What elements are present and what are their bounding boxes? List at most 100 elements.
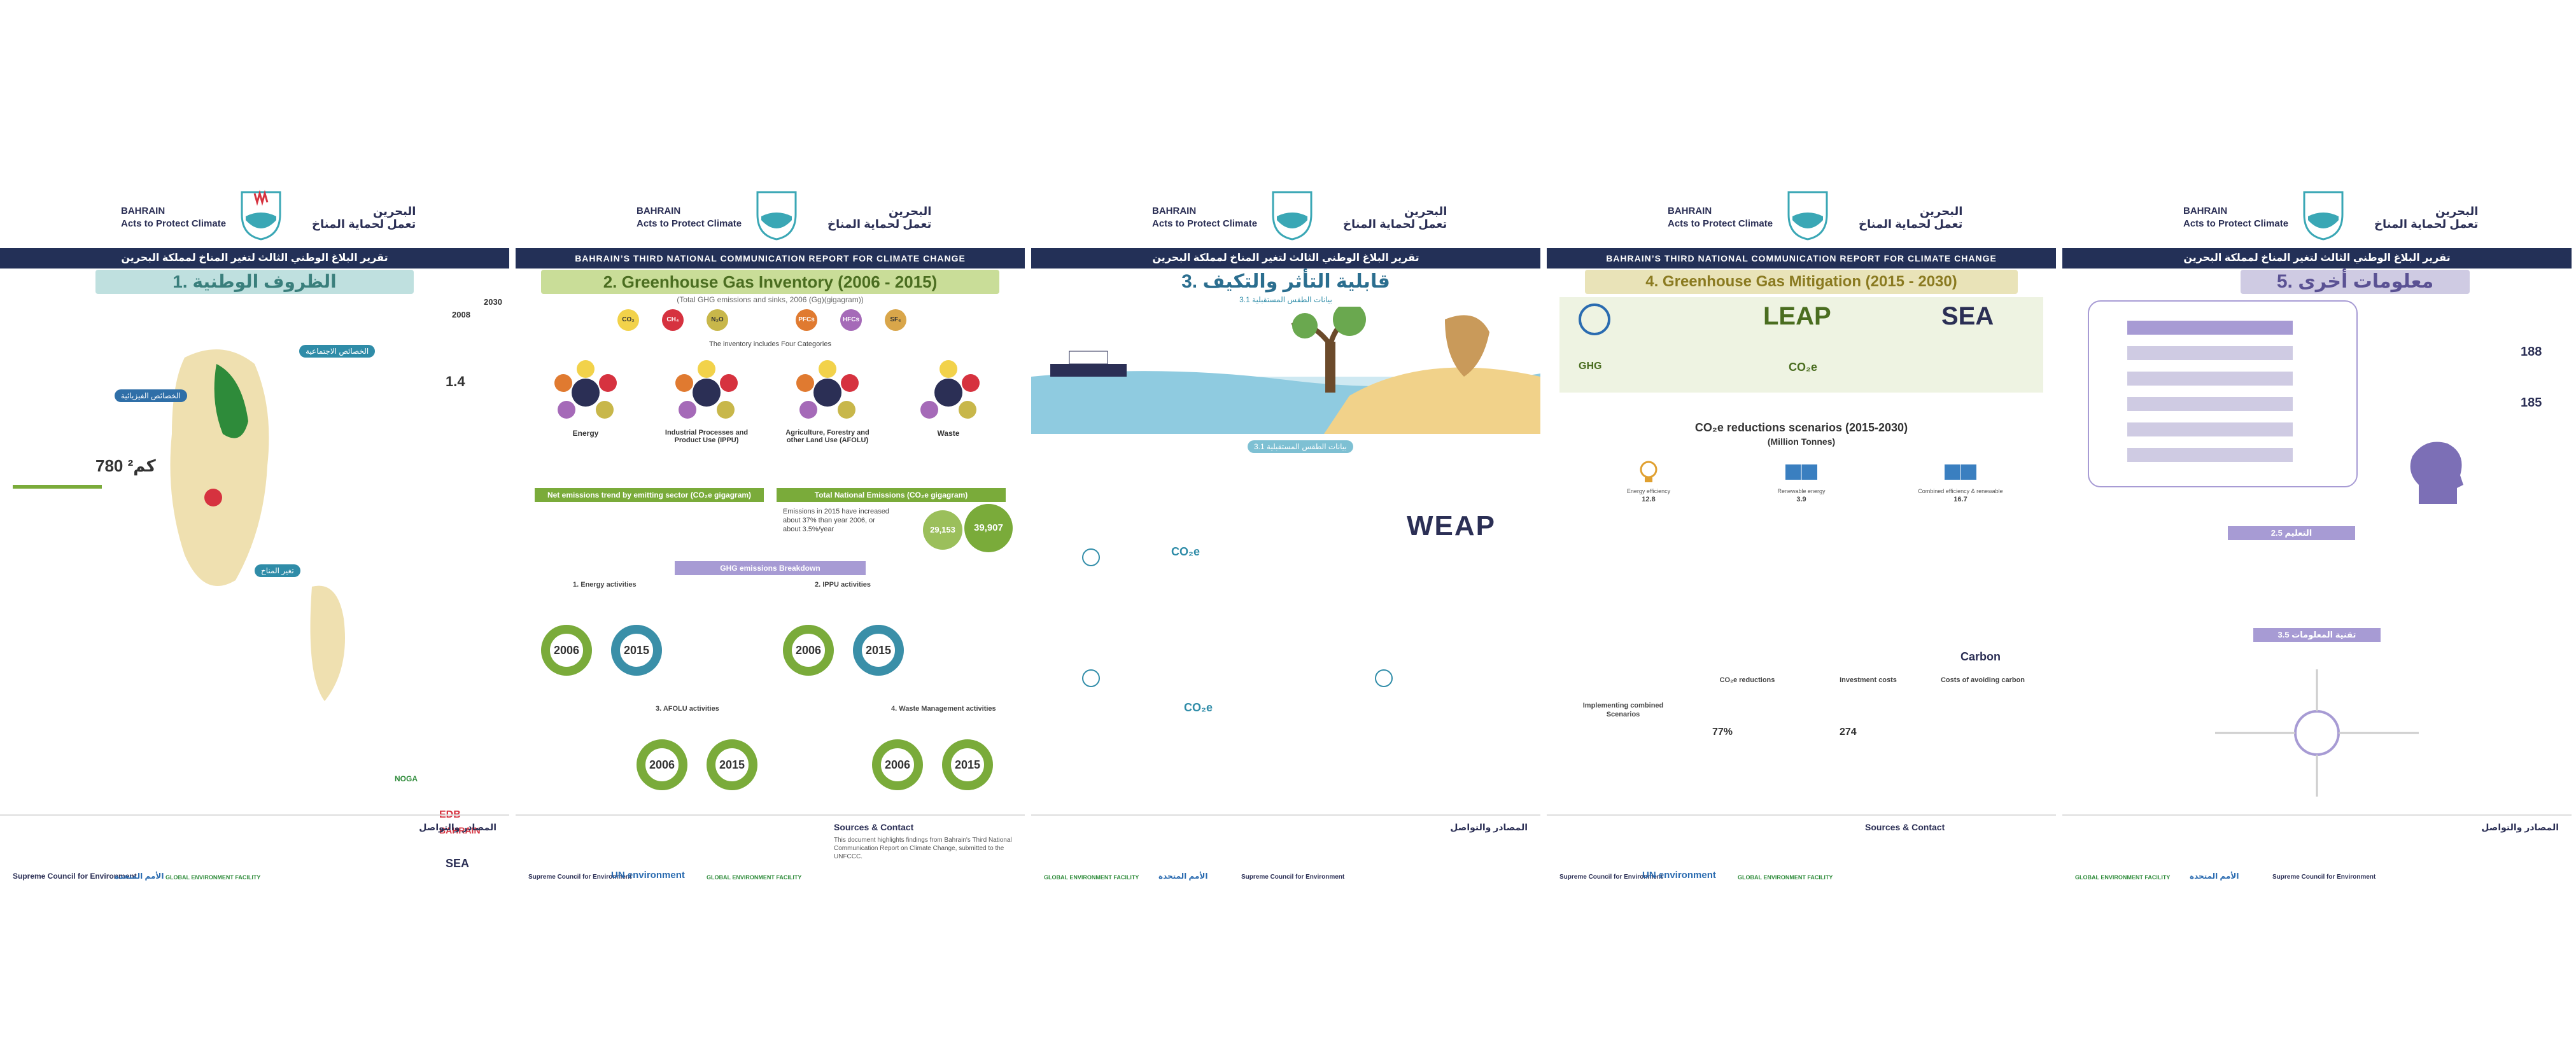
sponsor-sce: Supreme Council for Environment — [1241, 874, 1345, 881]
weap-logo: WEAP — [1407, 510, 1496, 541]
ring-energy-2015: 2015 — [611, 625, 662, 676]
category-label-energy: Energy — [572, 429, 599, 438]
media-box — [2127, 372, 2293, 386]
gas-row: CO₂ CH₄ N₂O PFCs HFCs SF₆ — [617, 309, 923, 332]
footer-text: This document highlights findings from B… — [834, 837, 1012, 860]
stat-185: 185 — [2521, 396, 2542, 410]
solar-panel-icon — [1785, 464, 1817, 480]
bahrain-map-icon — [170, 349, 269, 586]
ippu-flower-icon — [675, 360, 738, 419]
stat-188: 188 — [2521, 345, 2542, 359]
scenario-energy-efficiency: Energy efficiency 12.8 — [1598, 459, 1700, 504]
breakdown-heading: GHG emissions Breakdown — [675, 561, 866, 575]
section-heading-physical: الخصائص الفيزيائية — [115, 389, 187, 402]
ring-ippu-2006: 2006 — [783, 625, 834, 676]
total-2006-bubble: 29,153 — [923, 510, 962, 550]
dollar-icon — [1082, 669, 1100, 687]
gas-n2o-icon: N₂O — [707, 309, 728, 331]
gas-pfcs-icon: PFCs — [796, 309, 817, 331]
sponsor-unep: UN environment — [1642, 870, 1716, 881]
sponsor-sce: Supreme Council for Environment — [1559, 874, 1663, 881]
scenarios-subheading: (Million Tonnes) — [1767, 436, 1836, 447]
panel-footer: المصادر والتواصل Supreme Council for Env… — [0, 814, 509, 892]
ring-waste-2015: 2015 — [942, 739, 993, 790]
panel-footer: المصادر والتواصل GLOBAL ENVIRONMENT FACI… — [2062, 814, 2572, 892]
dollar-icon — [1375, 669, 1393, 687]
bahrain-climate-logo-icon — [241, 190, 281, 241]
label-combined-scenarios: Implementing combined Scenarios — [1582, 702, 1664, 718]
sponsor-un-arabic: الأمم المتحدة — [115, 872, 164, 881]
media-box — [2127, 422, 2293, 436]
scenario-row: Energy efficiency 12.8 Renewable energy … — [1572, 459, 2031, 542]
energy-flower-icon — [554, 360, 617, 419]
category-label-waste: Waste — [937, 429, 960, 438]
area-stat: 780 كم² — [95, 456, 156, 475]
gas-ch4-icon: CH₄ — [662, 309, 684, 331]
category-label-afolu: Agriculture, Forestry and other Land Use… — [785, 429, 869, 444]
num-stat: 274 — [1840, 727, 1857, 737]
co2e-label-2: CO₂e — [1184, 701, 1213, 714]
total-2015-bubble: 39,907 — [964, 504, 1013, 552]
report-band: تقرير البلاغ الوطني الثالث لتغير المناخ … — [2062, 248, 2572, 268]
scenario-combined: Combined efficiency & renewable 16.7 — [1903, 459, 2018, 504]
bahrain-climate-logo-icon — [1272, 191, 1313, 241]
sponsor-gef: GLOBAL ENVIRONMENT FACILITY — [2075, 874, 2171, 881]
org-logo-bahrain: BAHRAIN — [439, 825, 481, 835]
vision-year: 2030 — [484, 297, 502, 307]
pct-stat: 77% — [1712, 727, 1733, 737]
sponsor-sce: Supreme Council for Environment — [13, 872, 137, 881]
section-title: 3. قابلية التأثر والتكيف — [1181, 271, 1390, 292]
sec-afolu-title: 3. AFOLU activities — [656, 705, 719, 713]
sponsor-sce: Supreme Council for Environment — [528, 874, 632, 881]
media-diagram — [2088, 300, 2358, 487]
ring-afolu-2015: 2015 — [707, 739, 757, 790]
solar-panel-icon — [1945, 464, 1976, 480]
strategy-year: 2008 — [452, 310, 470, 319]
sponsor-gef: GLOBAL ENVIRONMENT FACILITY — [165, 874, 261, 881]
afolu-flower-icon — [796, 360, 859, 419]
category-label-ippu: Industrial Processes and Product Use (IP… — [665, 429, 749, 444]
sponsor-gef: GLOBAL ENVIRONMENT FACILITY — [1044, 874, 1139, 881]
sec-energy-title: 1. Energy activities — [573, 581, 637, 589]
panel-footer: المصادر والتواصل GLOBAL ENVIRONMENT FACI… — [1031, 814, 1540, 892]
sec-ippu-title: 2. IPPU activities — [815, 581, 871, 589]
label-co2e-reductions: CO₂e reductions — [1719, 676, 1775, 684]
unfccc-icon — [1579, 303, 1610, 335]
gas-sf6-icon: SF₆ — [885, 309, 906, 331]
sponsor-gef: GLOBAL ENVIRONMENT FACILITY — [1738, 874, 1833, 881]
org-logo-sea: SEA — [446, 857, 470, 870]
media-box — [2127, 397, 2293, 411]
tools-band: LEAP SEA GHG CO₂e — [1559, 297, 2043, 393]
sponsor-un-arabic: الأمم المتحدة — [2190, 872, 2239, 881]
media-box — [2127, 346, 2293, 360]
co2e-label: CO₂e — [1171, 545, 1200, 558]
section-heading-climate: تغير المناخ — [255, 564, 300, 577]
sponsor-sce: Supreme Council for Environment — [2272, 874, 2376, 881]
label-investment-costs: Investment costs — [1840, 676, 1897, 684]
dollar-icon — [1082, 548, 1100, 566]
scenario-renewable-energy: Renewable energy 3.9 — [1750, 459, 1852, 504]
panel-footer: Sources & Contact Supreme Council for En… — [1547, 814, 2056, 892]
leap-logo: LEAP — [1763, 302, 1831, 330]
section-title: 4. Greenhouse Gas Mitigation (2015 - 203… — [1585, 270, 2018, 294]
it-heading: 3.5 تقنية المعلومات — [2253, 628, 2381, 642]
ring-afolu-2006: 2006 — [637, 739, 687, 790]
section-subtitle: (Total GHG emissions and sinks, 2006 (Gg… — [677, 295, 864, 304]
report-band: BAHRAIN’S THIRD NATIONAL COMMUNICATION R… — [516, 248, 1025, 268]
ghg-label: GHG — [1579, 361, 1602, 372]
